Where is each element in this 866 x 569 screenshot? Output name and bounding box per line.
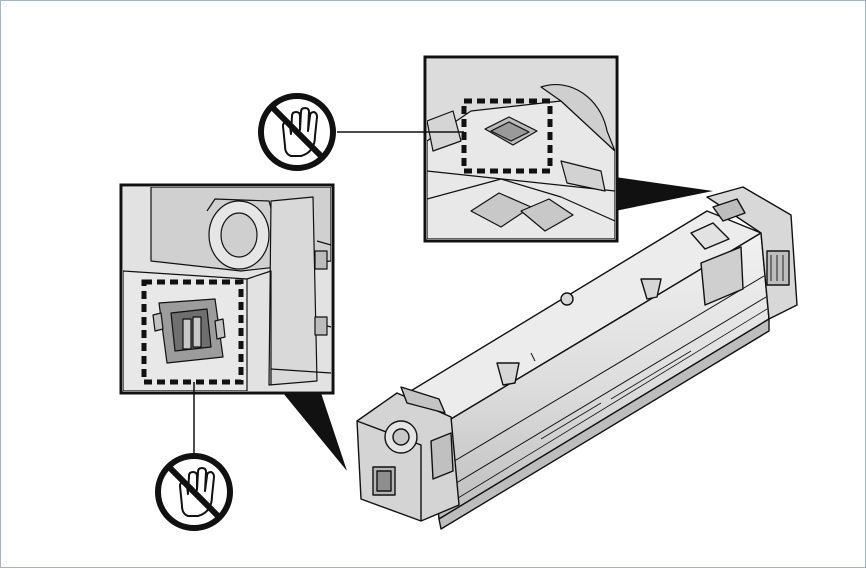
no-touch-hand-icon bbox=[155, 453, 233, 531]
toner-cartridge bbox=[356, 186, 798, 530]
magnified-detail-left bbox=[119, 183, 347, 471]
touch-area-highlight-top bbox=[461, 98, 553, 174]
no-touch-hand-icon bbox=[258, 93, 336, 171]
touch-area-highlight-left bbox=[141, 279, 244, 385]
magnified-detail-top bbox=[337, 55, 713, 243]
